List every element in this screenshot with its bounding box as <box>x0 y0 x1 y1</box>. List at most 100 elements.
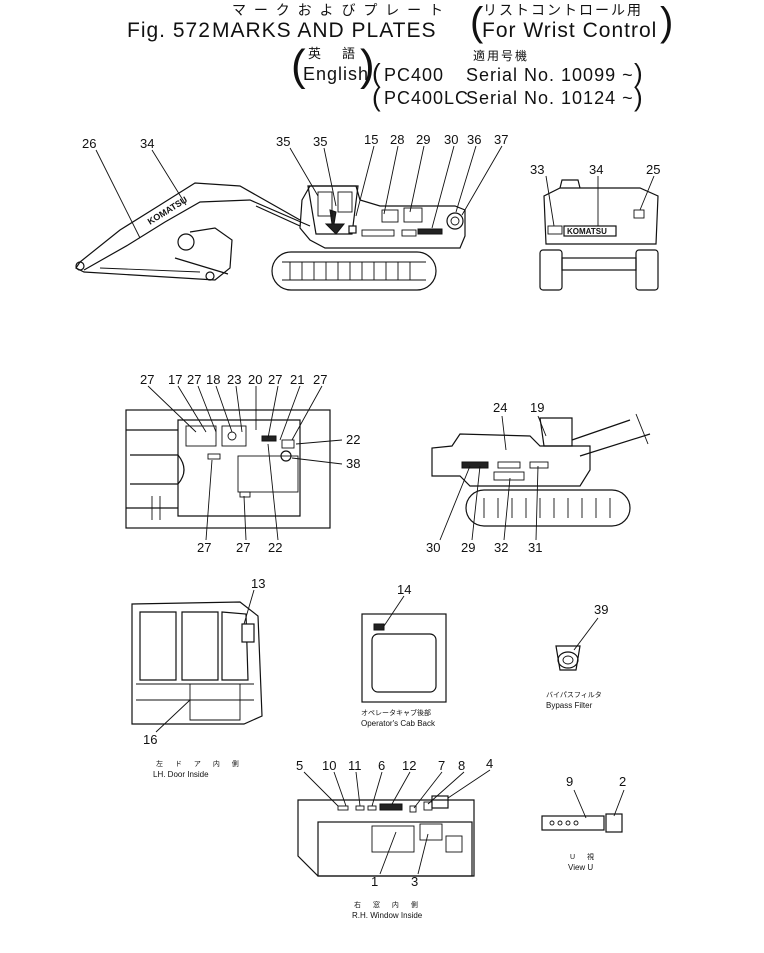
paren-left-1: ( <box>470 0 484 44</box>
callout-17: 17 <box>168 372 182 387</box>
view-u-caption-jp: U 視 <box>570 854 599 861</box>
callout-6: 6 <box>378 758 385 773</box>
callout-25: 25 <box>646 162 660 177</box>
rear-view-labels: 33 34 25 <box>530 162 660 177</box>
side-view-labels: 26 34 35 35 15 28 29 30 36 37 <box>82 132 508 151</box>
callout-28: 28 <box>390 132 404 147</box>
callout-39: 39 <box>594 602 608 617</box>
title-jp: マ ー ク お よ び プ レ ー ト <box>232 2 446 18</box>
callout-23: 23 <box>227 372 241 387</box>
callout-24: 24 <box>493 400 507 415</box>
callout-19: 19 <box>530 400 544 415</box>
callout-13: 13 <box>251 576 265 591</box>
callout-15: 15 <box>364 132 378 147</box>
callout-8: 8 <box>458 758 465 773</box>
callout-18: 18 <box>206 372 220 387</box>
callout-30-lower: 30 <box>426 540 440 555</box>
callout-10: 10 <box>322 758 336 773</box>
top-view-excavator <box>125 385 343 541</box>
callout-7: 7 <box>438 758 445 773</box>
callout-22-bottom: 22 <box>268 540 282 555</box>
callout-37: 37 <box>494 132 508 147</box>
wrist-control-en: For Wrist Control <box>482 19 658 42</box>
callout-4: 4 <box>486 756 493 771</box>
callout-32: 32 <box>494 540 508 555</box>
cab-lh-door <box>131 589 263 733</box>
model-pc400: PC400 <box>384 65 445 85</box>
view-u-labels: 9 2 <box>566 774 626 789</box>
callout-33: 33 <box>530 162 544 177</box>
cab-back-caption: Operator's Cab Back <box>361 719 436 728</box>
figure-number: Fig. 572 <box>127 19 211 42</box>
view-u <box>541 789 625 833</box>
language-en: English <box>303 64 370 84</box>
cab-lh-door-labels: 13 16 <box>143 576 265 747</box>
rear-view-excavator: KOMATSU <box>539 175 659 291</box>
callout-27d: 27 <box>313 372 327 387</box>
page-title: MARKS AND PLATES <box>212 19 437 42</box>
operator-cab-back-labels: 14 <box>397 582 411 597</box>
rh-window-caption-jp: 右 窓 内 側 <box>354 902 423 909</box>
callout-27c: 27 <box>268 372 282 387</box>
callout-34-rear: 34 <box>589 162 603 177</box>
callout-27f: 27 <box>236 540 250 555</box>
callout-27e: 27 <box>197 540 211 555</box>
paren-left-3: ( <box>372 58 381 88</box>
paren-left-2: ( <box>291 41 306 90</box>
callout-22-right: 22 <box>346 432 360 447</box>
callout-21: 21 <box>290 372 304 387</box>
cab-back-caption-jp: オペレータキャブ後部 <box>361 710 431 717</box>
view-u-caption: View U <box>568 863 594 872</box>
wrist-control-jp: リストコントロール用 <box>483 2 643 18</box>
callout-35a: 35 <box>276 134 290 149</box>
callout-26: 26 <box>82 136 96 151</box>
serial-pc400: Serial No. 10099 ~ <box>466 65 634 85</box>
callout-27b: 27 <box>187 372 201 387</box>
callout-38: 38 <box>346 456 360 471</box>
rh-window-caption: R.H. Window Inside <box>352 911 423 920</box>
upper-side-view <box>431 413 651 541</box>
bypass-filter <box>555 617 599 671</box>
lh-door-caption: LH. Door Inside <box>153 770 209 779</box>
serial-label-jp: 適用号機 <box>473 49 530 63</box>
callout-29: 29 <box>416 132 430 147</box>
language-jp: 英 語 <box>308 46 360 61</box>
rear-logo: KOMATSU <box>567 227 607 236</box>
paren-right-3: ) <box>634 58 643 88</box>
callout-29-lower: 29 <box>461 540 475 555</box>
callout-5: 5 <box>296 758 303 773</box>
callout-14: 14 <box>397 582 411 597</box>
callout-36: 36 <box>467 132 481 147</box>
callout-31: 31 <box>528 540 542 555</box>
serial-pc400lc: Serial No. 10124 ~ <box>466 88 634 108</box>
operator-cab-back <box>361 595 447 703</box>
callout-2: 2 <box>619 774 626 789</box>
bypass-filter-labels: 39 <box>594 602 608 617</box>
callout-30: 30 <box>444 132 458 147</box>
bypass-filter-caption: Bypass Filter <box>546 701 593 710</box>
callout-20: 20 <box>248 372 262 387</box>
side-view-excavator: KOMATSU <box>75 145 503 291</box>
callout-35b: 35 <box>313 134 327 149</box>
callout-1: 1 <box>371 874 378 889</box>
paren-left-4: ( <box>372 82 381 112</box>
callout-12: 12 <box>402 758 416 773</box>
paren-right-4: ) <box>634 82 643 112</box>
callout-3: 3 <box>411 874 418 889</box>
model-pc400lc: PC400LC <box>384 88 470 108</box>
callout-11: 11 <box>348 758 362 773</box>
rh-window-inside-labels: 5 10 11 6 12 7 8 4 1 3 <box>296 756 493 889</box>
top-view-labels: 27 17 27 18 23 20 27 21 27 22 38 27 27 2… <box>140 372 360 555</box>
callout-27a: 27 <box>140 372 154 387</box>
bypass-filter-caption-jp: バイパスフィルタ <box>546 692 602 699</box>
callout-34: 34 <box>140 136 154 151</box>
callout-9: 9 <box>566 774 573 789</box>
upper-side-view-labels: 24 19 30 29 32 31 <box>426 400 544 555</box>
paren-right-1: ) <box>660 0 674 44</box>
rh-window-inside <box>297 769 491 877</box>
lh-door-caption-jp: 左 ド ア 内 側 <box>156 761 244 768</box>
callout-16: 16 <box>143 732 157 747</box>
paren-right-2: ) <box>360 41 375 90</box>
